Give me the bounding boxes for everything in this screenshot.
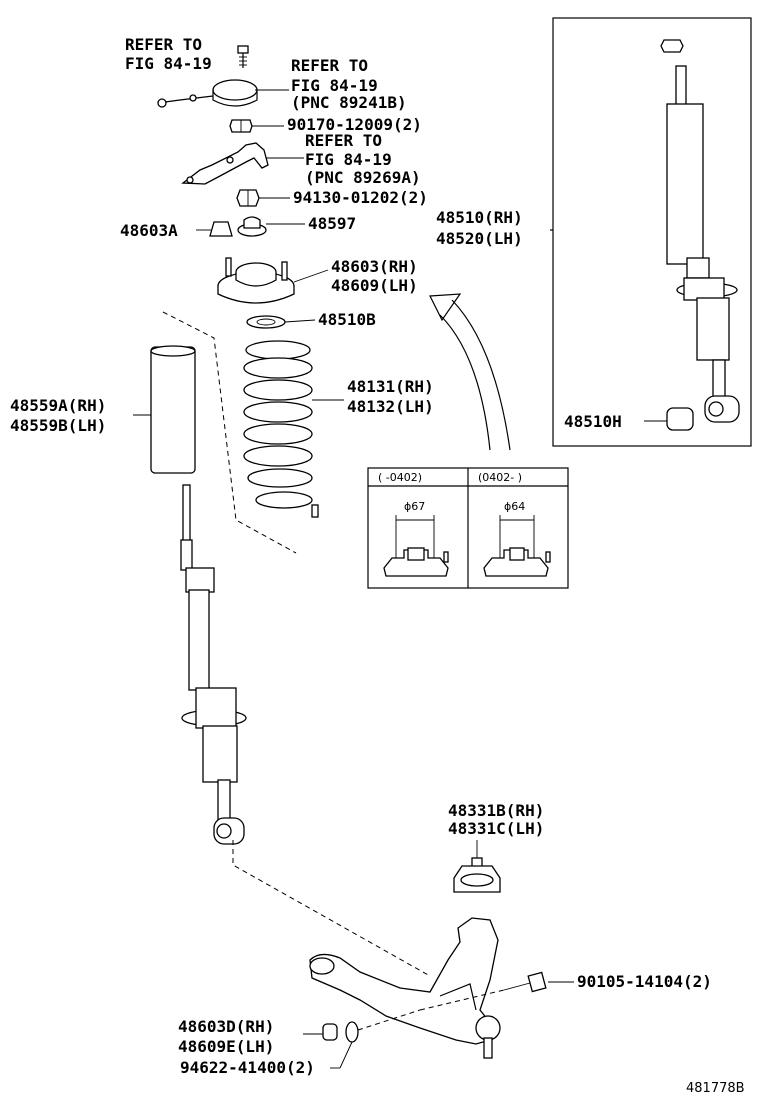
lower-arm-part bbox=[309, 917, 501, 1059]
label-48520-lh: 48520(LH) bbox=[436, 229, 523, 248]
label-48609-lh: 48609(LH) bbox=[331, 276, 418, 295]
label-48603D-rh: 48603D(RH) bbox=[178, 1017, 274, 1036]
bracket-part bbox=[181, 142, 304, 185]
label-48603A: 48603A bbox=[120, 221, 178, 240]
label-94622: 94622-41400(2) bbox=[180, 1058, 315, 1077]
label-90105: 90105-14104(2) bbox=[577, 972, 712, 991]
detail-col1-header: ( -0402) bbox=[378, 471, 422, 484]
detail-col1-dim: ϕ67 bbox=[404, 500, 425, 513]
refer-fig-top: REFER TO FIG 84-19 bbox=[125, 35, 212, 73]
refer-top-line2: FIG 84-19 bbox=[125, 54, 212, 73]
label-48559B-lh: 48559B(LH) bbox=[10, 416, 106, 435]
bushing-48597-part bbox=[237, 216, 305, 237]
refer-a-line1: REFER TO bbox=[291, 56, 368, 75]
spring-dashed-frame bbox=[162, 311, 297, 554]
refer-a-line3: (PNC 89241B) bbox=[291, 93, 407, 112]
label-90170: 90170-12009(2) bbox=[287, 115, 422, 134]
shock-to-arm-dashed bbox=[232, 840, 431, 977]
label-48559A-rh: 48559A(RH) bbox=[10, 396, 106, 415]
label-48603-rh: 48603(RH) bbox=[331, 257, 418, 276]
dust-boot-part bbox=[133, 345, 196, 474]
nut-90170-part bbox=[229, 119, 284, 133]
curved-arrow bbox=[429, 293, 511, 451]
label-48609E-lh: 48609E(LH) bbox=[178, 1037, 274, 1056]
shock-absorber-part bbox=[180, 484, 247, 845]
inset-shock-box bbox=[550, 17, 752, 447]
label-48510-rh: 48510(RH) bbox=[436, 208, 523, 227]
label-48597: 48597 bbox=[308, 214, 356, 233]
refer-b-line3: (PNC 89269A) bbox=[305, 168, 421, 187]
label-48132-lh: 48132(LH) bbox=[347, 397, 434, 416]
refer-b-line2: FIG 84-19 bbox=[305, 150, 392, 169]
small-bolt-part bbox=[237, 45, 249, 68]
detail-col2-header: (0402- ) bbox=[478, 471, 522, 484]
label-48510B: 48510B bbox=[318, 310, 376, 329]
refer-top-line1: REFER TO bbox=[125, 35, 202, 54]
label-48331B-rh: 48331B(RH) bbox=[448, 801, 544, 820]
height-sensor-part bbox=[157, 79, 258, 108]
label-48131-rh: 48131(RH) bbox=[347, 377, 434, 396]
bushing-48603D-part bbox=[303, 1009, 421, 1069]
figure-id: 481778B bbox=[686, 1081, 745, 1096]
refer-fig-a: REFER TO FIG 84-19 (PNC 89241B) bbox=[255, 56, 407, 112]
spring-seat-48510B-part bbox=[246, 315, 316, 329]
refer-b-line1: REFER TO bbox=[305, 131, 382, 150]
bolt-90105-part bbox=[419, 971, 574, 1011]
bushing-48603A-part bbox=[196, 221, 233, 237]
refer-a-line2: FIG 84-19 bbox=[291, 76, 378, 95]
upper-support-part bbox=[217, 257, 329, 304]
label-48331C-lh: 48331C(LH) bbox=[448, 819, 544, 838]
label-48510H: 48510H bbox=[564, 412, 622, 431]
label-94130: 94130-01202(2) bbox=[293, 188, 428, 207]
nut-94130-part bbox=[236, 189, 290, 207]
bump-stopper-part bbox=[453, 840, 501, 893]
detail-col2-dim: ϕ64 bbox=[504, 500, 525, 513]
detail-table: ( -0402) (0402- ) ϕ67 ϕ64 bbox=[367, 467, 569, 589]
coil-spring-part bbox=[243, 340, 344, 518]
refer-fig-b: REFER TO FIG 84-19 (PNC 89269A) bbox=[305, 131, 421, 187]
